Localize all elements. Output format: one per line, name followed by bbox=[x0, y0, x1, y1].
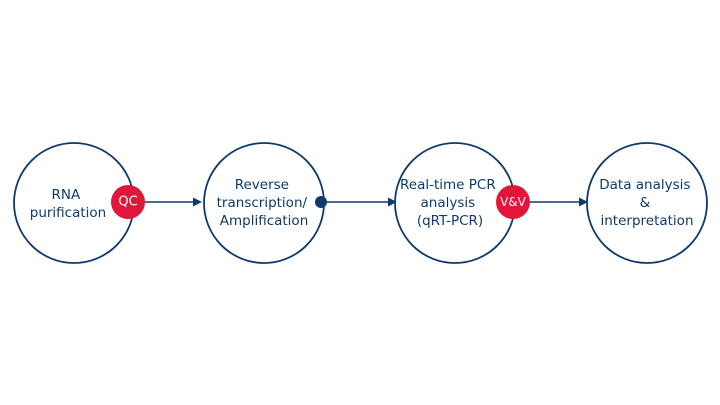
step-label-line: (qRT-PCR) bbox=[417, 213, 483, 229]
qc-badge: QC bbox=[111, 185, 145, 219]
step-label: Reverse transcription/ Amplification bbox=[217, 177, 312, 229]
step-reverse-transcription: Reverse transcription/ Amplification bbox=[203, 142, 325, 264]
step-circle bbox=[586, 142, 708, 264]
connector-3 bbox=[530, 197, 588, 207]
step-label: RNA purification bbox=[30, 187, 107, 221]
step-label-line: analysis bbox=[421, 195, 476, 211]
step-label-line: & bbox=[640, 195, 651, 211]
step-label: Data analysis & interpretation bbox=[599, 177, 694, 229]
step-label-line: RNA bbox=[51, 187, 80, 203]
vv-badge-label: V&V bbox=[500, 195, 527, 209]
connector-2 bbox=[322, 197, 397, 207]
step-label-line: interpretation bbox=[600, 213, 693, 229]
vv-badge: V&V bbox=[496, 185, 530, 219]
step-label-line: Amplification bbox=[220, 213, 309, 229]
step-label-line: transcription/ bbox=[217, 195, 308, 211]
step-data-analysis: Data analysis & interpretation bbox=[586, 142, 708, 264]
step-label-line: Real-time PCR bbox=[400, 177, 496, 193]
step-real-time-pcr: Real-time PCR analysis (qRT-PCR) bbox=[394, 142, 516, 264]
step-label: Real-time PCR analysis (qRT-PCR) bbox=[400, 177, 500, 229]
step-label-line: Data analysis bbox=[599, 177, 690, 193]
qc-badge-label: QC bbox=[118, 195, 137, 210]
connector-1 bbox=[145, 197, 202, 207]
step-rna-purification: RNA purification bbox=[13, 142, 135, 264]
step-label-line: Reverse bbox=[235, 177, 289, 193]
junction-dot bbox=[315, 196, 327, 208]
qc-badge-circle bbox=[111, 185, 145, 219]
vv-badge-circle bbox=[496, 185, 530, 219]
step-label-line: purification bbox=[30, 205, 107, 221]
